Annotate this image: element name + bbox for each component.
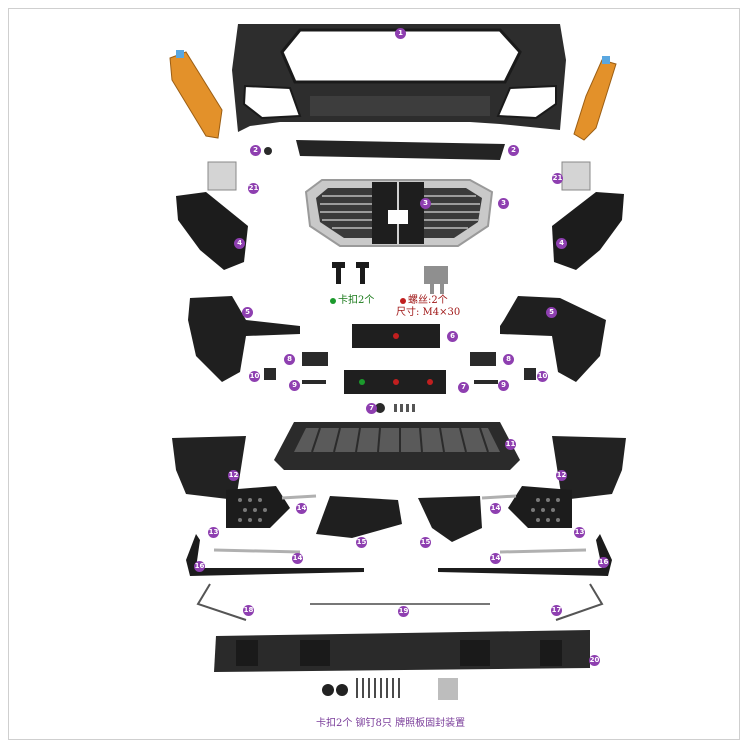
bumper-absorber-20 (214, 630, 590, 672)
badge-13b: 13 (574, 527, 585, 538)
badge-8b: 8 (503, 354, 514, 365)
right-tab-10 (524, 368, 536, 380)
badge-13a: 13 (208, 527, 219, 538)
badge-9b: 9 (498, 380, 509, 391)
badge-10b: 10 (537, 371, 548, 382)
badge-14c: 14 (292, 553, 303, 564)
right-large-bracket (500, 296, 606, 382)
left-strip-9 (302, 380, 326, 384)
red-dot-icon (400, 297, 406, 304)
badge-12b: 12 (556, 470, 567, 481)
badge-7b: 7 (458, 382, 469, 393)
left-lower-lip-16 (186, 534, 364, 576)
badge-19: 19 (398, 606, 409, 617)
front-bumper-cover (232, 24, 566, 132)
bottom-caption: 卡扣2个 铆钉8只 牌照板固封装置 (316, 718, 466, 729)
badge-14d: 14 (490, 553, 501, 564)
badge-14a: 14 (296, 503, 307, 514)
badge-4a: 4 (234, 238, 245, 249)
clips-caption-text: 卡扣2个 (338, 295, 375, 306)
right-bracket-21 (561, 161, 591, 191)
right-side-marker (573, 59, 617, 141)
badge-10a: 10 (249, 371, 260, 382)
badge-14b: 14 (490, 503, 501, 514)
lower-mesh-grille (274, 422, 520, 470)
upper-grille-strip (296, 140, 505, 160)
badge-12a: 12 (228, 470, 239, 481)
chrome-strip-14d (499, 548, 587, 554)
badge-3b: 3 (498, 198, 509, 209)
badge-15a: 15 (356, 537, 367, 548)
badge-16b: 16 (598, 557, 609, 568)
right-strip-9 (474, 380, 498, 384)
left-side-marker (169, 51, 223, 139)
left-small-bracket-8 (302, 352, 328, 366)
badge-20: 20 (589, 655, 600, 666)
badge-2a: 2 (250, 145, 261, 156)
right-side-cover-12 (552, 436, 626, 500)
radiator-grille (304, 179, 494, 247)
left-air-duct-15 (316, 496, 402, 538)
left-fog-grille-13 (226, 486, 290, 528)
screws-pair (424, 266, 448, 294)
badge-3: 3 (420, 198, 431, 209)
badge-5b: 5 (546, 307, 557, 318)
badge-2b: 2 (508, 145, 519, 156)
right-side-bracket (552, 192, 624, 270)
right-small-bracket-8 (470, 352, 496, 366)
screws-size-caption: 尺寸: M4×30 (396, 307, 461, 318)
left-tab-10 (264, 368, 276, 380)
badge-21a: 21 (248, 183, 259, 194)
badge-21b: 21 (552, 173, 563, 184)
screws-caption-line1: 螺丝:2个 (408, 295, 448, 306)
hardware-kit (322, 678, 458, 700)
right-air-duct-15 (418, 496, 482, 542)
chrome-strip-14b (481, 494, 517, 500)
badge-5a: 5 (242, 307, 253, 318)
clips-pair (332, 262, 369, 284)
badge-16a: 16 (194, 561, 205, 572)
left-strip-18 (196, 583, 247, 621)
chrome-strip-14a (281, 494, 317, 500)
badge-18: 18 (243, 605, 254, 616)
badge-4b: 4 (556, 238, 567, 249)
badge-11: 11 (505, 439, 516, 450)
badge-15b: 15 (420, 537, 431, 548)
right-fog-grille-13 (508, 486, 572, 528)
screws-caption: 螺丝:2个 (400, 291, 448, 306)
left-side-cover-12 (172, 436, 246, 500)
right-strip-17 (555, 583, 604, 621)
clips-caption: 卡扣2个 (330, 291, 374, 306)
badge-6: 6 (447, 331, 458, 342)
badge-8a: 8 (284, 354, 295, 365)
chrome-strip-14c (213, 548, 301, 554)
badge-1: 1 (395, 28, 406, 39)
right-lower-lip-16 (438, 534, 612, 576)
badge-17: 17 (551, 605, 562, 616)
rivets-small (394, 404, 415, 412)
left-side-bracket (176, 192, 248, 270)
badge-9a: 9 (289, 380, 300, 391)
green-dot-icon (330, 297, 336, 304)
badge-7: 7 (366, 403, 377, 414)
left-large-bracket (188, 296, 300, 382)
image-frame (8, 8, 740, 740)
left-bracket-21 (207, 161, 237, 191)
